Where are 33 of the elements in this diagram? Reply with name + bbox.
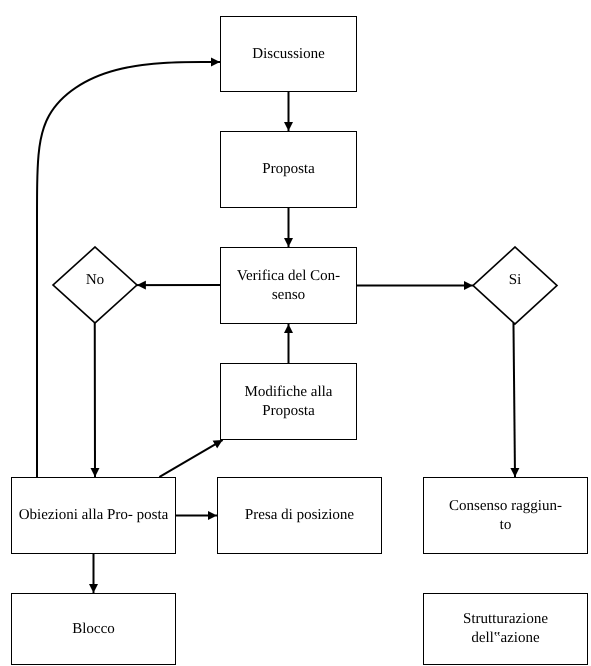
arrow (284, 324, 293, 363)
arrow (89, 554, 98, 593)
process-box (220, 16, 357, 92)
node-label: Discussione (251, 44, 326, 64)
node-label: No (86, 270, 104, 290)
arrow (176, 511, 217, 520)
arrow (357, 281, 473, 290)
process-box (423, 477, 588, 554)
node-label: Verifica del Con- senso (236, 266, 342, 304)
process-box (11, 477, 176, 554)
decision-diamond (473, 247, 557, 324)
node-label: Strutturazione dell‟azione (462, 610, 549, 648)
node-label: Consenso raggiun- to (448, 496, 563, 534)
process-box (217, 477, 382, 554)
decision-diamond (53, 247, 137, 323)
arrow (510, 322, 520, 477)
node-label: Obiezioni alla Pro- posta (18, 506, 168, 525)
arrow (90, 322, 100, 477)
arrow (284, 208, 293, 247)
process-box (11, 593, 176, 665)
node-label: Blocco (71, 620, 116, 638)
node-label: Presa di posizione (244, 506, 356, 525)
arrow (284, 92, 293, 131)
arrow (136, 280, 220, 290)
node-label: Proposta (261, 160, 316, 179)
arrow (158, 439, 224, 478)
process-box (220, 247, 357, 324)
process-box (423, 593, 588, 665)
node-label: Si (508, 271, 522, 290)
node-label: Modifiche alla Proposta (244, 382, 334, 420)
arrow (36, 58, 220, 477)
process-box (220, 363, 357, 440)
process-box (220, 131, 357, 208)
